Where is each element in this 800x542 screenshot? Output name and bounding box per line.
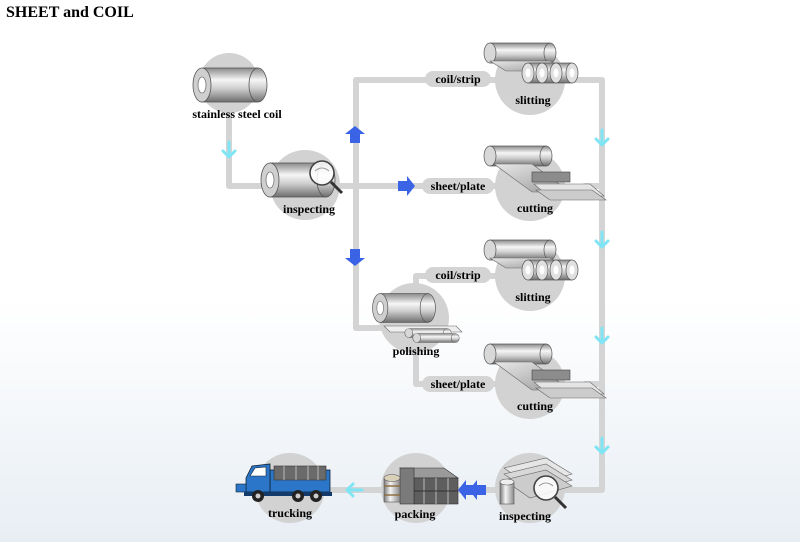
- node-label-slit2: slitting: [515, 290, 550, 304]
- node-label-cut2: cutting: [517, 399, 553, 413]
- node-label-inspect1: inspecting: [283, 202, 335, 216]
- node-label-coil: stainless steel coil: [192, 107, 282, 121]
- packed-bundles-icon: [383, 467, 459, 505]
- blue-arrow-icon: [345, 249, 365, 266]
- blue-arrow-icon: [398, 176, 415, 196]
- pill-coil-strip-1: coil/strip: [425, 71, 491, 87]
- polishing-rollers: [383, 325, 463, 343]
- blue-arrow-icon: [458, 480, 475, 500]
- pill-sheet-plate-1: sheet/plate: [422, 178, 494, 194]
- polishing-rolls-icon: [372, 293, 436, 323]
- page-title: SHEET and COIL: [6, 4, 134, 21]
- cyan-arrow-icon: [221, 128, 610, 498]
- blue-arrow-icon: [345, 126, 365, 143]
- steel-coil-icon: [192, 67, 268, 103]
- node-label-cut1: cutting: [517, 201, 553, 215]
- pipe-right-collector: [557, 77, 605, 493]
- node-label-inspect2: inspecting: [499, 509, 551, 523]
- node-label-trucking: trucking: [268, 506, 312, 520]
- node-label-slit1: slitting: [515, 93, 550, 107]
- pipe-trunk-upper: [353, 77, 503, 189]
- pill-sheet-plate-2: sheet/plate: [422, 376, 494, 392]
- node-label-polish: polishing: [393, 344, 440, 358]
- node-label-packing: packing: [395, 507, 436, 521]
- pipe-coil-to-inspect: [226, 107, 273, 189]
- truck-icon: [235, 463, 332, 502]
- pill-label: coil/strip: [435, 268, 481, 282]
- pill-label: sheet/plate: [431, 377, 486, 391]
- pill-label: sheet/plate: [431, 179, 486, 193]
- pill-label: coil/strip: [435, 72, 481, 86]
- inspect-sheets-icon: [499, 457, 573, 505]
- pill-coil-strip-2: coil/strip: [425, 267, 491, 283]
- pipe-trunk-lower: [353, 183, 383, 331]
